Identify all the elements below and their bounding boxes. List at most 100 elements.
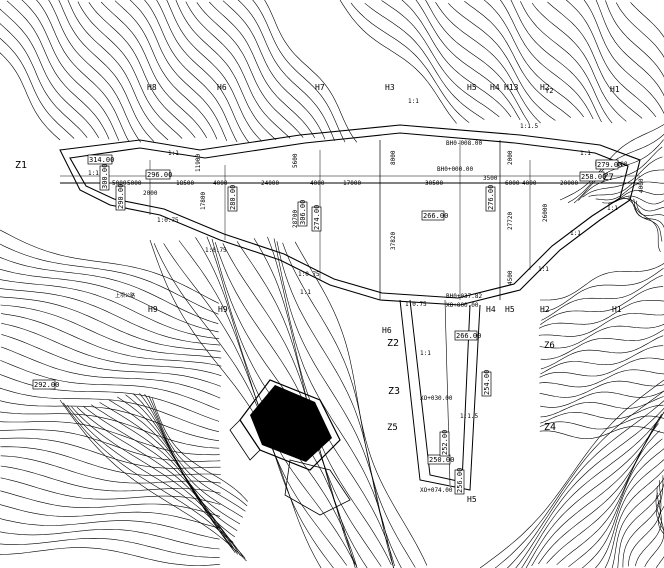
slope-6: 1:1 xyxy=(300,289,311,296)
contour-line xyxy=(196,2,304,138)
contour-line xyxy=(294,241,428,566)
annotation-labels: Z1 Z2 Z3 Z4 Z5 Z6 Z7 H1 H2 H3 H4 H5 H6 H… xyxy=(15,83,645,504)
contour-line xyxy=(506,400,664,568)
hole-label-h8: H8 xyxy=(147,83,157,92)
contour-line xyxy=(6,0,110,140)
contour-line xyxy=(565,0,657,118)
svg-text:300.00: 300.00 xyxy=(101,164,109,189)
svg-text:279.00: 279.00 xyxy=(597,161,622,169)
contour-line xyxy=(114,0,218,140)
contour-line xyxy=(1,323,222,376)
contour-line xyxy=(21,0,120,141)
contour-line xyxy=(628,480,662,567)
contour-line xyxy=(540,345,664,375)
contour-line xyxy=(381,0,500,118)
contour-line xyxy=(539,323,664,349)
contour-line xyxy=(282,242,416,568)
contour-line xyxy=(0,400,220,441)
contour-line xyxy=(0,421,220,456)
hole-label-h5: H5 xyxy=(467,83,477,92)
contour-line xyxy=(149,239,322,568)
contour-line xyxy=(547,1,643,119)
elev-box-280: 280.00 xyxy=(227,185,238,212)
slope-11: 1:1 xyxy=(538,266,549,273)
contour-line xyxy=(83,406,236,553)
dim-4000c: 4000 xyxy=(522,180,537,187)
slope-7: 1:1.5 xyxy=(520,123,538,130)
contour-line xyxy=(0,490,221,517)
contour-line xyxy=(99,402,234,548)
contour-line xyxy=(36,0,130,143)
svg-text:258.00: 258.00 xyxy=(581,173,606,181)
contour-line xyxy=(76,406,238,555)
dim-5000b: 5000 xyxy=(127,180,142,187)
section-label-z7: Z7 xyxy=(603,173,614,183)
contour-line xyxy=(499,0,594,120)
elev-box-252: 252.00 xyxy=(439,430,450,457)
elevation-boxes: 314.00 296.00 274.00 266.00 266.00 276.0… xyxy=(32,154,622,495)
slope-2: 1:1 xyxy=(88,170,99,177)
contour-line xyxy=(0,257,219,324)
contour-line xyxy=(510,0,602,123)
station-bh037: BH0+037.82 xyxy=(446,293,483,300)
contour-line xyxy=(58,0,155,142)
contour-line xyxy=(559,124,664,201)
dim-37820: 37820 xyxy=(390,232,397,250)
elev-box-300: 300.00 xyxy=(99,164,110,191)
elev-box-258: 258.00 xyxy=(579,171,606,182)
hole-label-h6: H6 xyxy=(217,83,227,92)
contour-line xyxy=(0,537,220,558)
slope-4: 1:0.75 xyxy=(205,247,227,254)
contour-line xyxy=(539,380,664,398)
contour-line xyxy=(540,335,664,370)
svg-text:250.00: 250.00 xyxy=(429,456,454,464)
dim-28700: 28700 xyxy=(292,210,299,228)
dim-8000: 8000 xyxy=(390,150,397,165)
contour-line xyxy=(163,243,348,566)
elev-box-292: 292.00 xyxy=(32,379,59,390)
hole-label-h6b: H6 xyxy=(382,326,392,335)
elev-box-290: 290.00 xyxy=(115,184,126,211)
contour-line xyxy=(0,229,220,304)
contour-line xyxy=(276,241,402,568)
contour-line xyxy=(364,2,485,120)
slope-9: 1:1 xyxy=(408,98,419,105)
slope-5: 1:0.75 xyxy=(298,271,320,278)
contour-line xyxy=(0,518,220,540)
svg-text:254.00: 254.00 xyxy=(483,370,491,395)
contour-line xyxy=(525,411,664,568)
section-label-z4: Z4 xyxy=(544,422,556,433)
svg-text:256.00: 256.00 xyxy=(456,468,464,493)
contour-line xyxy=(88,2,196,138)
slope-8: 1:1 xyxy=(580,150,591,157)
contour-line xyxy=(148,395,248,507)
hole-label-h2: H2 xyxy=(540,83,550,92)
station-bh0: BH0+000.00 xyxy=(437,166,474,173)
contour-line xyxy=(0,411,220,449)
contour-line xyxy=(540,263,664,301)
contour-line xyxy=(539,415,664,430)
hole-label-h1: H1 xyxy=(610,85,620,94)
contour-line xyxy=(185,1,291,139)
contour-line xyxy=(538,300,664,329)
contour-line xyxy=(0,23,88,138)
section-label-z3: Z3 xyxy=(388,386,400,397)
contour-line xyxy=(1,313,222,367)
contour-line xyxy=(156,0,250,143)
hole-label-h5c: H5 xyxy=(467,495,477,504)
hole-label-h2b: H2 xyxy=(540,305,550,314)
elev-box-266b: 266.00 xyxy=(454,330,481,341)
contour-line xyxy=(415,0,521,121)
contour-line xyxy=(540,396,664,418)
svg-text:252.00: 252.00 xyxy=(441,430,449,455)
contour-line xyxy=(531,413,662,567)
contour-line xyxy=(425,0,530,123)
section-label-z2: Z2 xyxy=(387,338,399,349)
contour-line xyxy=(59,399,247,562)
contour-line xyxy=(448,2,556,121)
contour-line xyxy=(615,2,664,58)
slope-14: 1:1 xyxy=(607,205,618,212)
